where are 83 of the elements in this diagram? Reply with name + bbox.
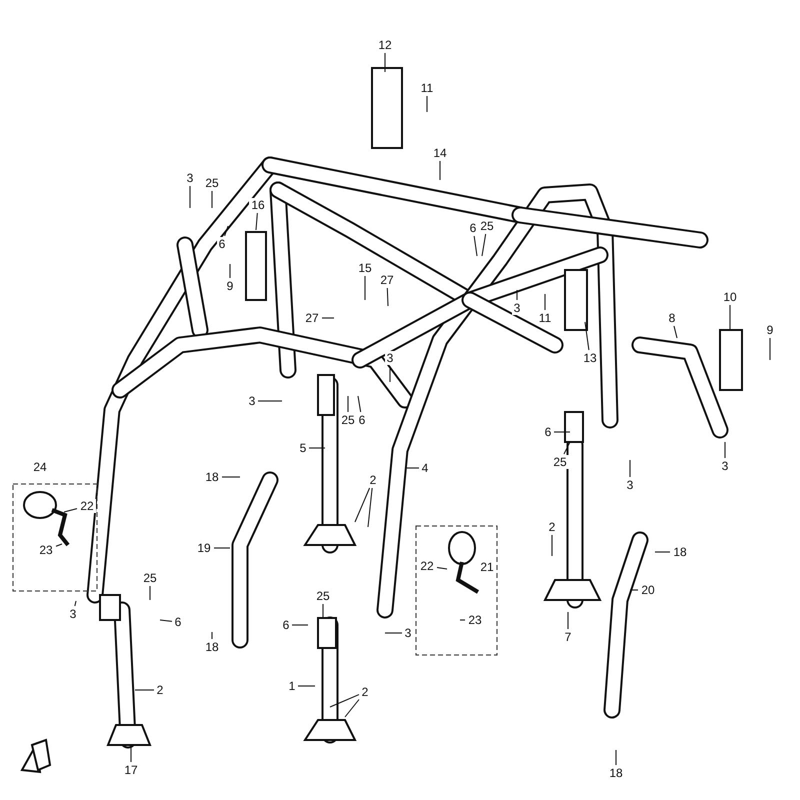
callout-number: 13 bbox=[581, 351, 599, 365]
callout-number: 16 bbox=[249, 198, 267, 212]
callout-number: 5 bbox=[298, 441, 308, 455]
callout-number: 3 bbox=[385, 351, 395, 365]
leader-line bbox=[544, 294, 546, 310]
callout-number: 3 bbox=[185, 171, 195, 185]
callout-number: 25 bbox=[478, 219, 496, 233]
callout-number: 17 bbox=[122, 763, 140, 777]
leader-line bbox=[482, 234, 486, 256]
callout-number: 21 bbox=[479, 560, 495, 574]
leader-line bbox=[516, 290, 518, 300]
callout-number: 3 bbox=[625, 478, 635, 492]
callout-number: 18 bbox=[607, 766, 625, 780]
leader-line bbox=[64, 508, 78, 512]
callout-number: 15 bbox=[356, 261, 374, 275]
callout-number: 18 bbox=[203, 640, 221, 654]
callout-number: 3 bbox=[247, 394, 257, 408]
callout-number: 8 bbox=[667, 311, 677, 325]
callout-number: 1 bbox=[287, 679, 297, 693]
leader-line bbox=[292, 624, 308, 626]
callout-number: 6 bbox=[468, 221, 478, 235]
leader-line bbox=[474, 236, 478, 256]
callout-number: 24 bbox=[32, 460, 48, 474]
leader-line bbox=[256, 212, 258, 230]
callout-number: 22 bbox=[418, 559, 436, 573]
callout-number: 2 bbox=[155, 683, 165, 697]
callout-number: 4 bbox=[420, 461, 430, 475]
callout-number: 6 bbox=[357, 413, 367, 427]
leader-line bbox=[384, 632, 402, 634]
leader-line bbox=[222, 476, 240, 478]
callout-number: 3 bbox=[512, 301, 522, 315]
leader-line bbox=[344, 699, 360, 718]
leader-line bbox=[330, 694, 360, 708]
leader-line bbox=[436, 567, 448, 570]
callout-number: 23 bbox=[466, 613, 484, 627]
leader-line bbox=[724, 442, 726, 458]
callout-number: 25 bbox=[203, 176, 221, 190]
callout-number: 18 bbox=[671, 545, 689, 559]
leader-line bbox=[426, 96, 428, 112]
leader-line bbox=[674, 326, 678, 338]
callout-number: 20 bbox=[639, 583, 657, 597]
callout-number: 27 bbox=[378, 273, 396, 287]
callout-number: 2 bbox=[547, 520, 557, 534]
callout-number: 9 bbox=[765, 323, 775, 337]
callout-number: 25 bbox=[314, 589, 332, 603]
leader-line bbox=[74, 600, 76, 606]
leader-line bbox=[130, 744, 132, 762]
callout-number: 19 bbox=[195, 541, 213, 555]
leader-line bbox=[386, 288, 388, 306]
leader-line bbox=[564, 442, 570, 454]
leader-line bbox=[56, 544, 62, 547]
callout-number: 10 bbox=[721, 290, 739, 304]
callout-number: 3 bbox=[403, 626, 413, 640]
callout-number: 9 bbox=[225, 279, 235, 293]
callout-number: 25 bbox=[141, 571, 159, 585]
leader-line bbox=[368, 488, 373, 528]
leader-line bbox=[322, 604, 324, 618]
callout-number: 23 bbox=[37, 543, 55, 557]
callout-number: 2 bbox=[360, 685, 370, 699]
callout-number: 27 bbox=[303, 311, 321, 325]
callout-number: 6 bbox=[281, 618, 291, 632]
callout-number: 6 bbox=[543, 425, 553, 439]
leader-line bbox=[364, 276, 366, 300]
dashed-group-frame bbox=[415, 525, 498, 656]
callout-number: 3 bbox=[68, 607, 78, 621]
leader-line bbox=[354, 488, 370, 522]
leader-line bbox=[384, 52, 386, 72]
callout-number: 14 bbox=[431, 146, 449, 160]
callout-number: 22 bbox=[78, 499, 96, 513]
callout-number: 6 bbox=[173, 615, 183, 629]
leader-line bbox=[584, 322, 590, 350]
callout-number: 25 bbox=[339, 413, 357, 427]
leader-line bbox=[224, 226, 228, 236]
callout-number: 25 bbox=[551, 455, 569, 469]
callout-number: 2 bbox=[368, 473, 378, 487]
callout-number: 18 bbox=[203, 470, 221, 484]
leader-line bbox=[258, 400, 282, 402]
callout-number: 6 bbox=[217, 237, 227, 251]
callout-number: 7 bbox=[563, 630, 573, 644]
leader-line bbox=[160, 620, 172, 622]
callout-number: 12 bbox=[376, 38, 394, 52]
leader-line bbox=[358, 396, 362, 412]
callout-number: 3 bbox=[720, 459, 730, 473]
